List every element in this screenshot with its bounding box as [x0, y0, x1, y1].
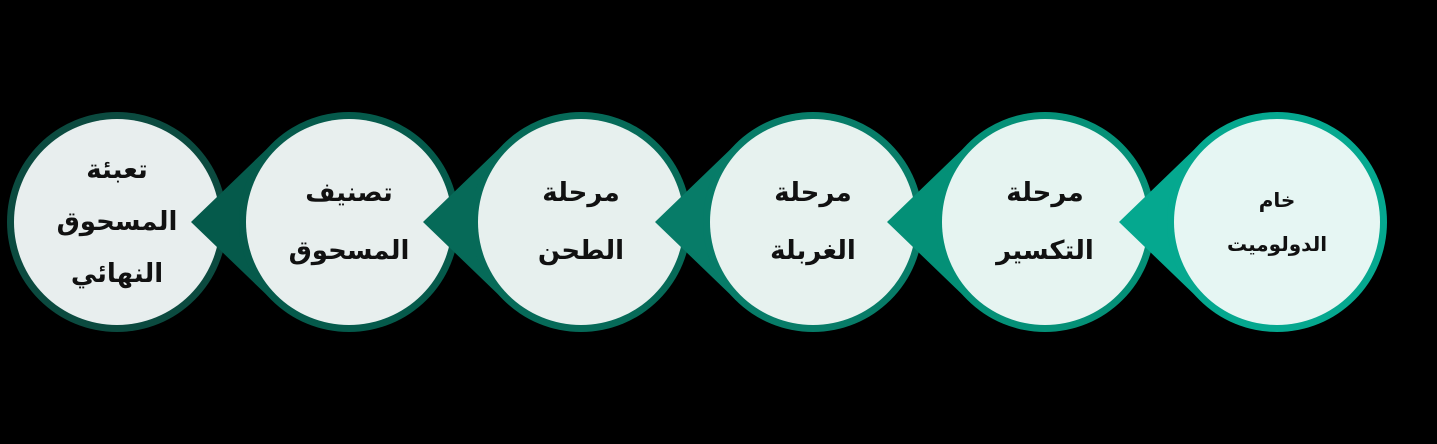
stage-label-line: تصنيف: [305, 178, 393, 208]
stage-label-line: النهائي: [70, 259, 164, 289]
stage-label-line: المسحوق: [56, 207, 178, 237]
stage-label-line: الغربلة: [770, 236, 856, 266]
stage-node: [655, 112, 923, 332]
stage-circle: [14, 119, 220, 325]
stage-label-line: مرحلة: [774, 178, 852, 208]
stage-label: خام الدولوميت: [1187, 122, 1367, 322]
stage-label: تعبئة المسحوق النهائي: [27, 122, 207, 322]
stage-circle: [710, 119, 916, 325]
stage-label: تصنيف المسحوق: [259, 122, 439, 322]
stage-label-line: الطحن: [537, 236, 625, 266]
stage-node: [423, 112, 691, 332]
stage-node: [887, 112, 1155, 332]
stage-label-line: المسحوق: [288, 236, 410, 266]
stage-label: مرحلة الطحن: [491, 122, 671, 322]
stage-node: [7, 112, 227, 332]
stage-label: مرحلة التكسير: [955, 122, 1135, 322]
stage-node: [1119, 112, 1387, 332]
stage-label: مرحلة الغربلة: [723, 122, 903, 322]
stage-node: [191, 112, 459, 332]
stage-circle: [246, 119, 452, 325]
stage-circle: [942, 119, 1148, 325]
stage-label-line: الدولوميت: [1226, 232, 1328, 256]
stage-label-line: مرحلة: [542, 178, 620, 208]
stage-label-line: مرحلة: [1006, 178, 1084, 208]
stage-circle: [1174, 119, 1380, 325]
stage-label-line: التكسير: [996, 236, 1094, 266]
stage-label-line: تعبئة: [86, 155, 148, 185]
stage-circle: [478, 119, 684, 325]
stage-label-line: خام: [1258, 188, 1296, 212]
